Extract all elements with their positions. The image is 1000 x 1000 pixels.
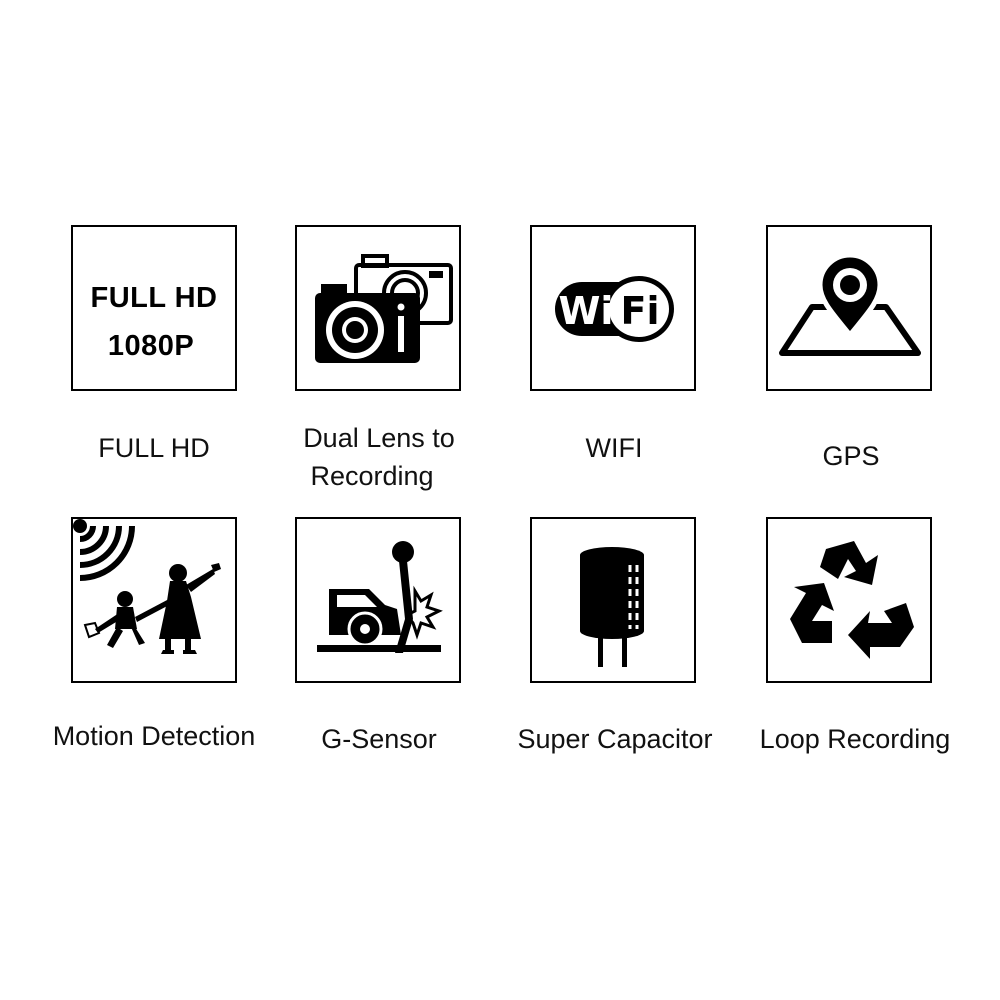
feature-tile-gps	[766, 225, 932, 391]
capacitor-icon	[580, 547, 644, 667]
caption-full-hd: FULL HD	[98, 433, 210, 463]
wifi-logo-left: Wi	[559, 289, 614, 333]
feature-tile-wifi: Wi Fi	[530, 225, 696, 391]
g-sensor-crash-icon	[317, 541, 443, 653]
caption-dual-lens-line2: Recording	[310, 461, 434, 491]
feature-tile-motion-detection	[71, 517, 237, 683]
caption-dual-lens-line1: Dual Lens to	[303, 423, 455, 453]
feature-tile-loop-recording	[766, 517, 932, 683]
caption-gps: GPS	[822, 441, 880, 471]
feature-tile-dual-lens	[295, 225, 461, 391]
caption-motion-detection: Motion Detection	[52, 721, 256, 751]
full-hd-badge-line2: 1080P	[107, 330, 195, 362]
wifi-logo-icon: Wi Fi	[555, 276, 674, 342]
wifi-logo-right: Fi	[621, 289, 660, 333]
caption-g-sensor: G-Sensor	[321, 724, 437, 754]
feature-tile-g-sensor	[295, 517, 461, 683]
map-pin-icon	[779, 252, 921, 356]
caption-wifi: WIFI	[585, 433, 643, 463]
caption-super-capacitor: Super Capacitor	[517, 724, 713, 754]
recycle-loop-icon	[790, 541, 914, 659]
motion-detection-icon	[73, 519, 221, 654]
caption-loop-recording: Loop Recording	[759, 724, 951, 754]
caption-dual-lens: Dual Lens to Recording	[279, 419, 479, 495]
dual-camera-icon	[315, 254, 453, 363]
feature-tile-super-capacitor	[530, 517, 696, 683]
feature-tile-full-hd: FULL HD 1080P	[71, 225, 237, 391]
full-hd-badge-line1: FULL HD	[90, 282, 218, 314]
